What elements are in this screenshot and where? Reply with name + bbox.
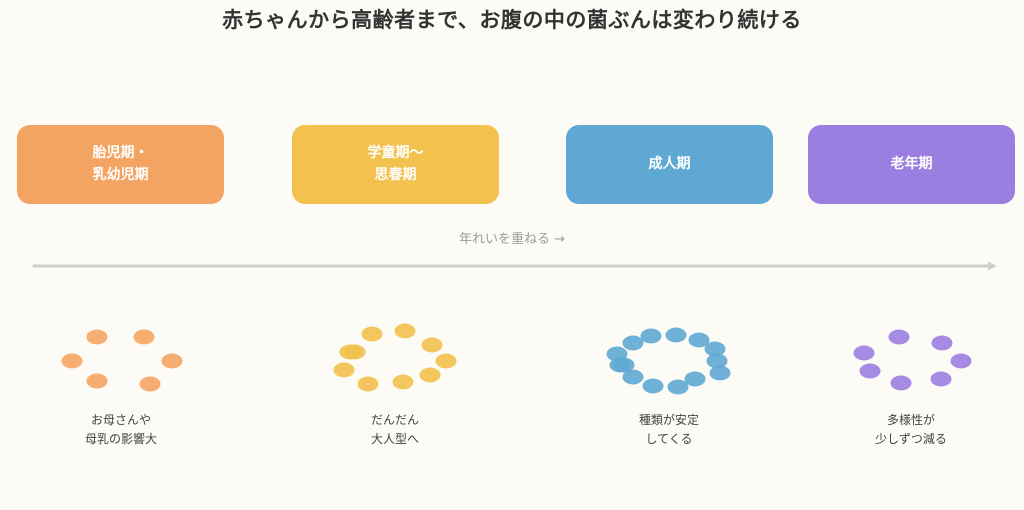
bacterium-dot <box>859 363 881 379</box>
bacterium-dot <box>392 374 414 390</box>
bacterium-dot <box>888 329 910 345</box>
stage-label-childhood: 学童期〜 思春期 <box>367 144 424 183</box>
bacterium-dot <box>394 323 416 339</box>
bacterium-dot <box>357 376 379 392</box>
bacterium-dot <box>609 357 631 373</box>
bacterium-dot <box>139 376 161 392</box>
stage-label-old-age: 老年期 <box>890 155 933 172</box>
stage-box-adulthood: 成人期 <box>566 125 773 204</box>
bacterium-dot <box>704 341 726 357</box>
diagram-title: 赤ちゃんから高齢者まで、お腹の中の菌ぶんは変わり続ける <box>222 8 802 32</box>
bacterium-dot <box>709 365 731 381</box>
stage-box-old-age: 老年期 <box>808 125 1015 204</box>
bacterium-dot <box>361 326 383 342</box>
stage-description-adulthood: 種類が安定 してくる <box>638 413 699 447</box>
bacterium-dot <box>930 371 952 387</box>
timeline-arrow <box>32 261 997 271</box>
stage-description-childhood: だんだん 大人型へ <box>370 413 419 447</box>
bacterium-dot <box>853 345 875 361</box>
stage-box-infancy: 胎児期・ 乳幼児期 <box>17 125 224 204</box>
stage-description-infancy: お母さんや 母乳の影響大 <box>84 413 157 447</box>
stage-label-adulthood: 成人期 <box>648 155 691 172</box>
bacteria-cluster-infancy <box>61 329 183 392</box>
timeline-caption: 年れいを重ねる → <box>458 232 566 247</box>
timeline-arrowhead <box>988 261 997 271</box>
bacterium-dot <box>421 337 443 353</box>
bacteria-cluster-childhood <box>333 323 457 392</box>
bacteria-cluster-old-age <box>853 329 972 391</box>
bacteria-clusters <box>61 323 972 395</box>
bacterium-dot <box>161 353 183 369</box>
stage-box-childhood: 学童期〜 思春期 <box>292 125 499 204</box>
bacterium-dot <box>86 329 108 345</box>
bacterium-dot <box>640 328 662 344</box>
bacterium-dot <box>642 378 664 394</box>
bacteria-cluster-adulthood <box>606 327 731 395</box>
stage-label-infancy: 胎児期・ 乳幼児期 <box>92 144 149 183</box>
bacterium-dot <box>133 329 155 345</box>
bacterium-dot <box>86 373 108 389</box>
bacterium-dot <box>435 353 457 369</box>
bacterium-dot <box>706 353 728 369</box>
bacterium-dot <box>622 335 644 351</box>
bacterium-dot <box>344 344 366 360</box>
bacterium-dot <box>950 353 972 369</box>
bacterium-dot <box>684 371 706 387</box>
bacterium-dot <box>333 362 355 378</box>
bacterium-dot <box>890 375 912 391</box>
bacterium-dot <box>622 369 644 385</box>
bacterium-dot <box>931 335 953 351</box>
stage-description-old-age: 多様性が 少しずつ減る <box>875 413 947 447</box>
bacterium-dot <box>688 332 710 348</box>
bacterium-dot <box>61 353 83 369</box>
bacterium-dot <box>419 367 441 383</box>
bacterium-dot <box>665 327 687 343</box>
bacterium-dot <box>667 379 689 395</box>
